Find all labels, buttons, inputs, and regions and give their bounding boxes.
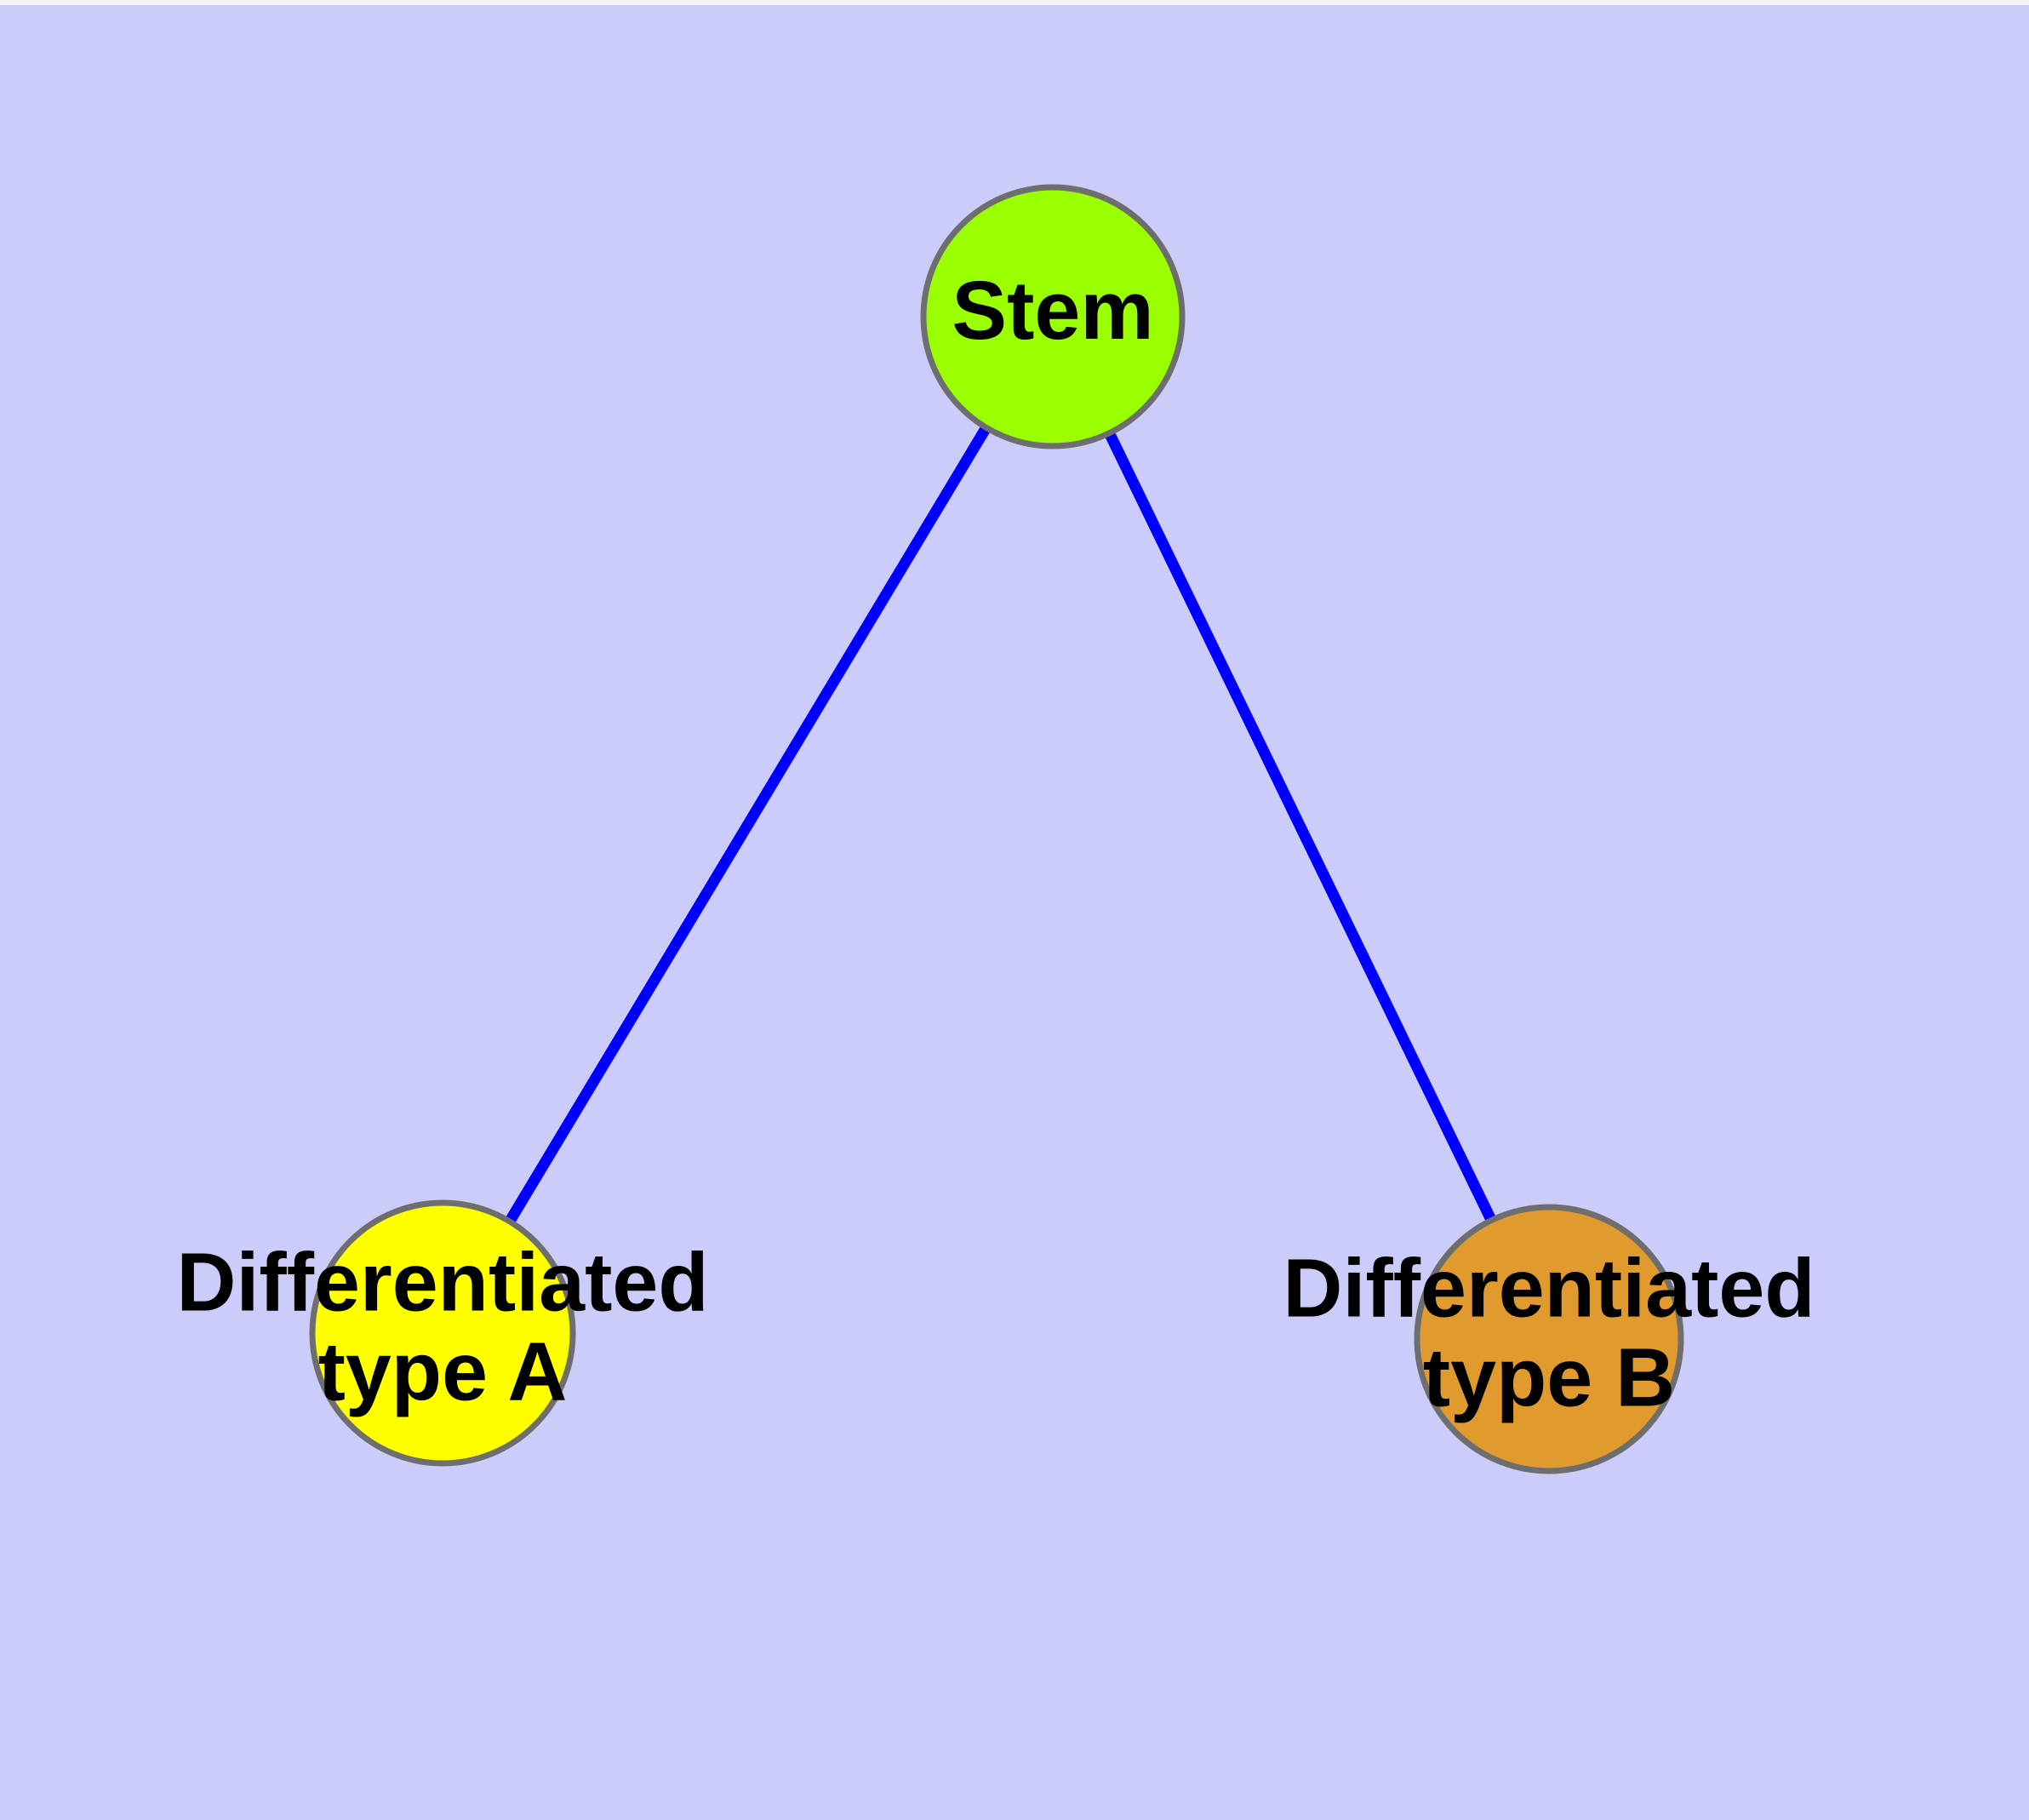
node-label-line: type A <box>318 1325 568 1417</box>
node-label-line: Differentiated <box>176 1235 708 1328</box>
node-label-stem: Stem <box>952 264 1153 357</box>
node-label-line: Differentiated <box>1283 1241 1815 1334</box>
graph-node-diff_b[interactable] <box>1414 1204 1684 1474</box>
nodes-layer <box>309 184 1684 1474</box>
node-label-line: type B <box>1423 1331 1675 1423</box>
graph-edge-stem-to-b[interactable] <box>1100 422 1498 1226</box>
graph-node-stem[interactable] <box>920 184 1186 449</box>
edges-layer <box>503 417 1498 1228</box>
graph-edge-stem-to-a[interactable] <box>503 417 996 1228</box>
graph-node-diff_a[interactable] <box>309 1199 576 1467</box>
node-label-line: Stem <box>952 264 1153 357</box>
